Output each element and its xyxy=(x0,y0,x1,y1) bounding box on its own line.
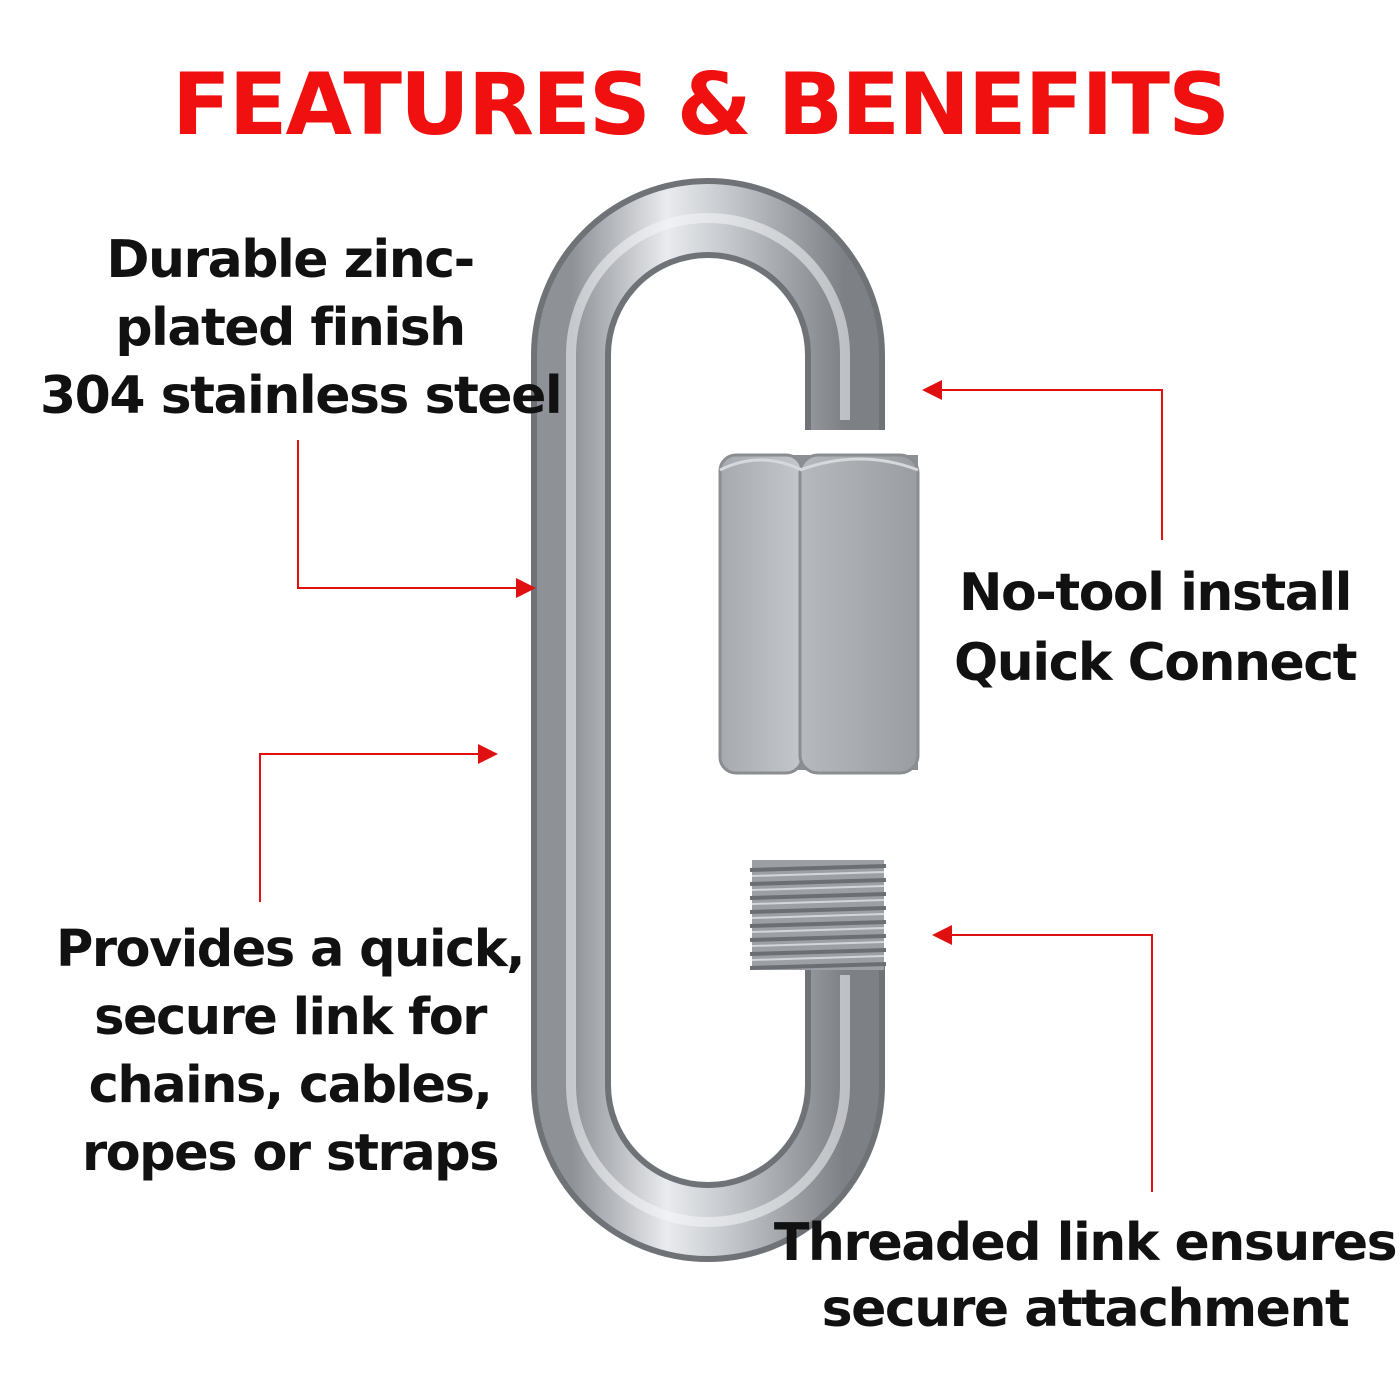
feature-quick-connect-text: No-tool install Quick Connect xyxy=(930,558,1380,698)
feature-line: chains, cables, xyxy=(88,1056,493,1115)
thread-icon xyxy=(749,860,887,970)
feature-line: No-tool install xyxy=(959,563,1352,623)
feature-line: Threaded link ensures xyxy=(773,1213,1398,1273)
feature-finish-text: Durable zinc- plated finish 304 stainles… xyxy=(40,226,563,430)
feature-line: ropes or straps xyxy=(81,1124,500,1183)
feature-thread-text: Threaded link ensures secure attachment xyxy=(770,1210,1400,1342)
feature-line: 304 stainless steel xyxy=(40,366,563,426)
callout-arrow-quick-connect xyxy=(922,380,1163,540)
page-title: FEATURES & BENEFITS xyxy=(171,55,1230,155)
callout-arrow-link-use xyxy=(259,744,498,902)
callout-arrow-finish xyxy=(297,440,536,598)
feature-line: Quick Connect xyxy=(954,633,1357,693)
feature-line: Provides a quick, xyxy=(56,920,526,979)
callout-arrow-thread xyxy=(932,925,1153,1192)
feature-line: secure link for xyxy=(94,988,487,1047)
feature-link-use-text: Provides a quick, secure link for chains… xyxy=(40,916,540,1188)
quick-link-icon xyxy=(531,178,885,1262)
hex-nut-icon xyxy=(718,453,920,775)
feature-line: secure attachment xyxy=(821,1279,1350,1339)
feature-line: Durable zinc- xyxy=(106,230,475,290)
feature-line: plated finish xyxy=(115,298,466,358)
